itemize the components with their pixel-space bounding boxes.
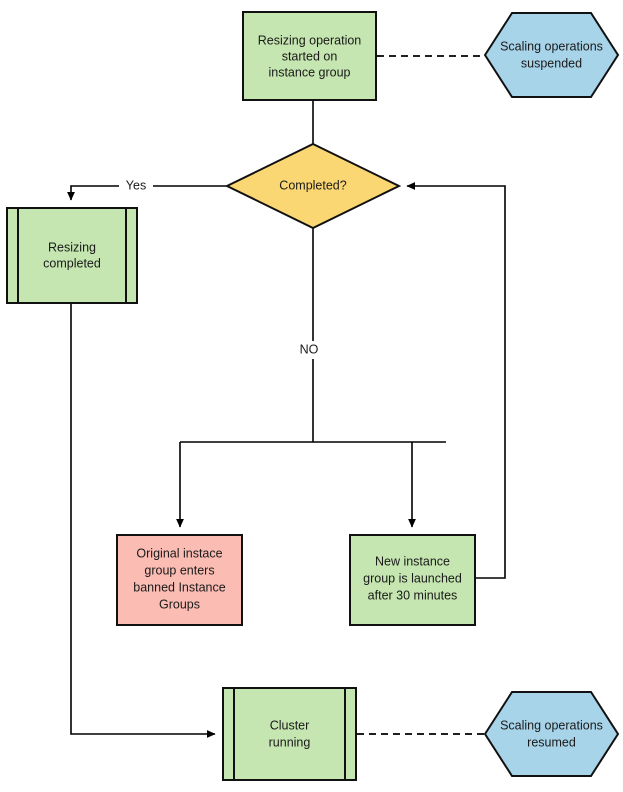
edge-decision-no-branch: NO (176, 228, 446, 528)
edge-new-group-loop (406, 182, 506, 579)
edge-resizing-to-cluster (70, 303, 216, 738)
edge-decision-yes: Yes (67, 176, 227, 201)
node-original-group-banned-line4: Groups (159, 597, 200, 611)
node-original-group-banned-line3: banned Instance (133, 580, 225, 594)
node-new-group-launched[interactable]: New instance group is launched after 30 … (349, 534, 476, 626)
edge-label-yes: Yes (126, 178, 146, 192)
edge-label-no: NO (300, 342, 319, 356)
node-completed-decision-label: Completed? (279, 178, 346, 192)
node-resizing-started-line3: instance group (268, 65, 350, 79)
node-completed-decision[interactable]: Completed? (224, 142, 402, 230)
node-resizing-started[interactable]: Resizing operation started on instance g… (242, 11, 377, 101)
node-original-group-banned-line2: group enters (144, 563, 214, 577)
node-scaling-suspended-line2: suspended (521, 56, 582, 70)
node-resizing-started-line1: Resizing operation (258, 33, 362, 47)
node-resizing-completed-line1: Resizing (48, 240, 96, 254)
node-new-group-launched-line3: after 30 minutes (368, 588, 458, 602)
node-cluster-running-line1: Cluster (270, 718, 310, 732)
node-original-group-banned-line1: Original instace (136, 546, 222, 560)
node-scaling-resumed-line2: resumed (527, 735, 576, 749)
node-scaling-suspended-line1: Scaling operations (500, 39, 603, 53)
node-cluster-running-line2: running (269, 735, 311, 749)
node-scaling-suspended[interactable]: Scaling operations suspended (483, 12, 620, 98)
node-original-group-banned[interactable]: Original instace group enters banned Ins… (116, 534, 243, 626)
node-cluster-running[interactable]: Cluster running (222, 687, 357, 781)
node-resizing-started-line2: started on (282, 49, 338, 63)
node-scaling-resumed[interactable]: Scaling operations resumed (483, 691, 620, 777)
node-resizing-completed-line2: completed (43, 256, 101, 270)
node-new-group-launched-line2: group is launched (363, 571, 462, 585)
node-new-group-launched-line1: New instance (375, 554, 450, 568)
node-scaling-resumed-line1: Scaling operations (500, 718, 603, 732)
node-resizing-completed[interactable]: Resizing completed (6, 207, 138, 304)
